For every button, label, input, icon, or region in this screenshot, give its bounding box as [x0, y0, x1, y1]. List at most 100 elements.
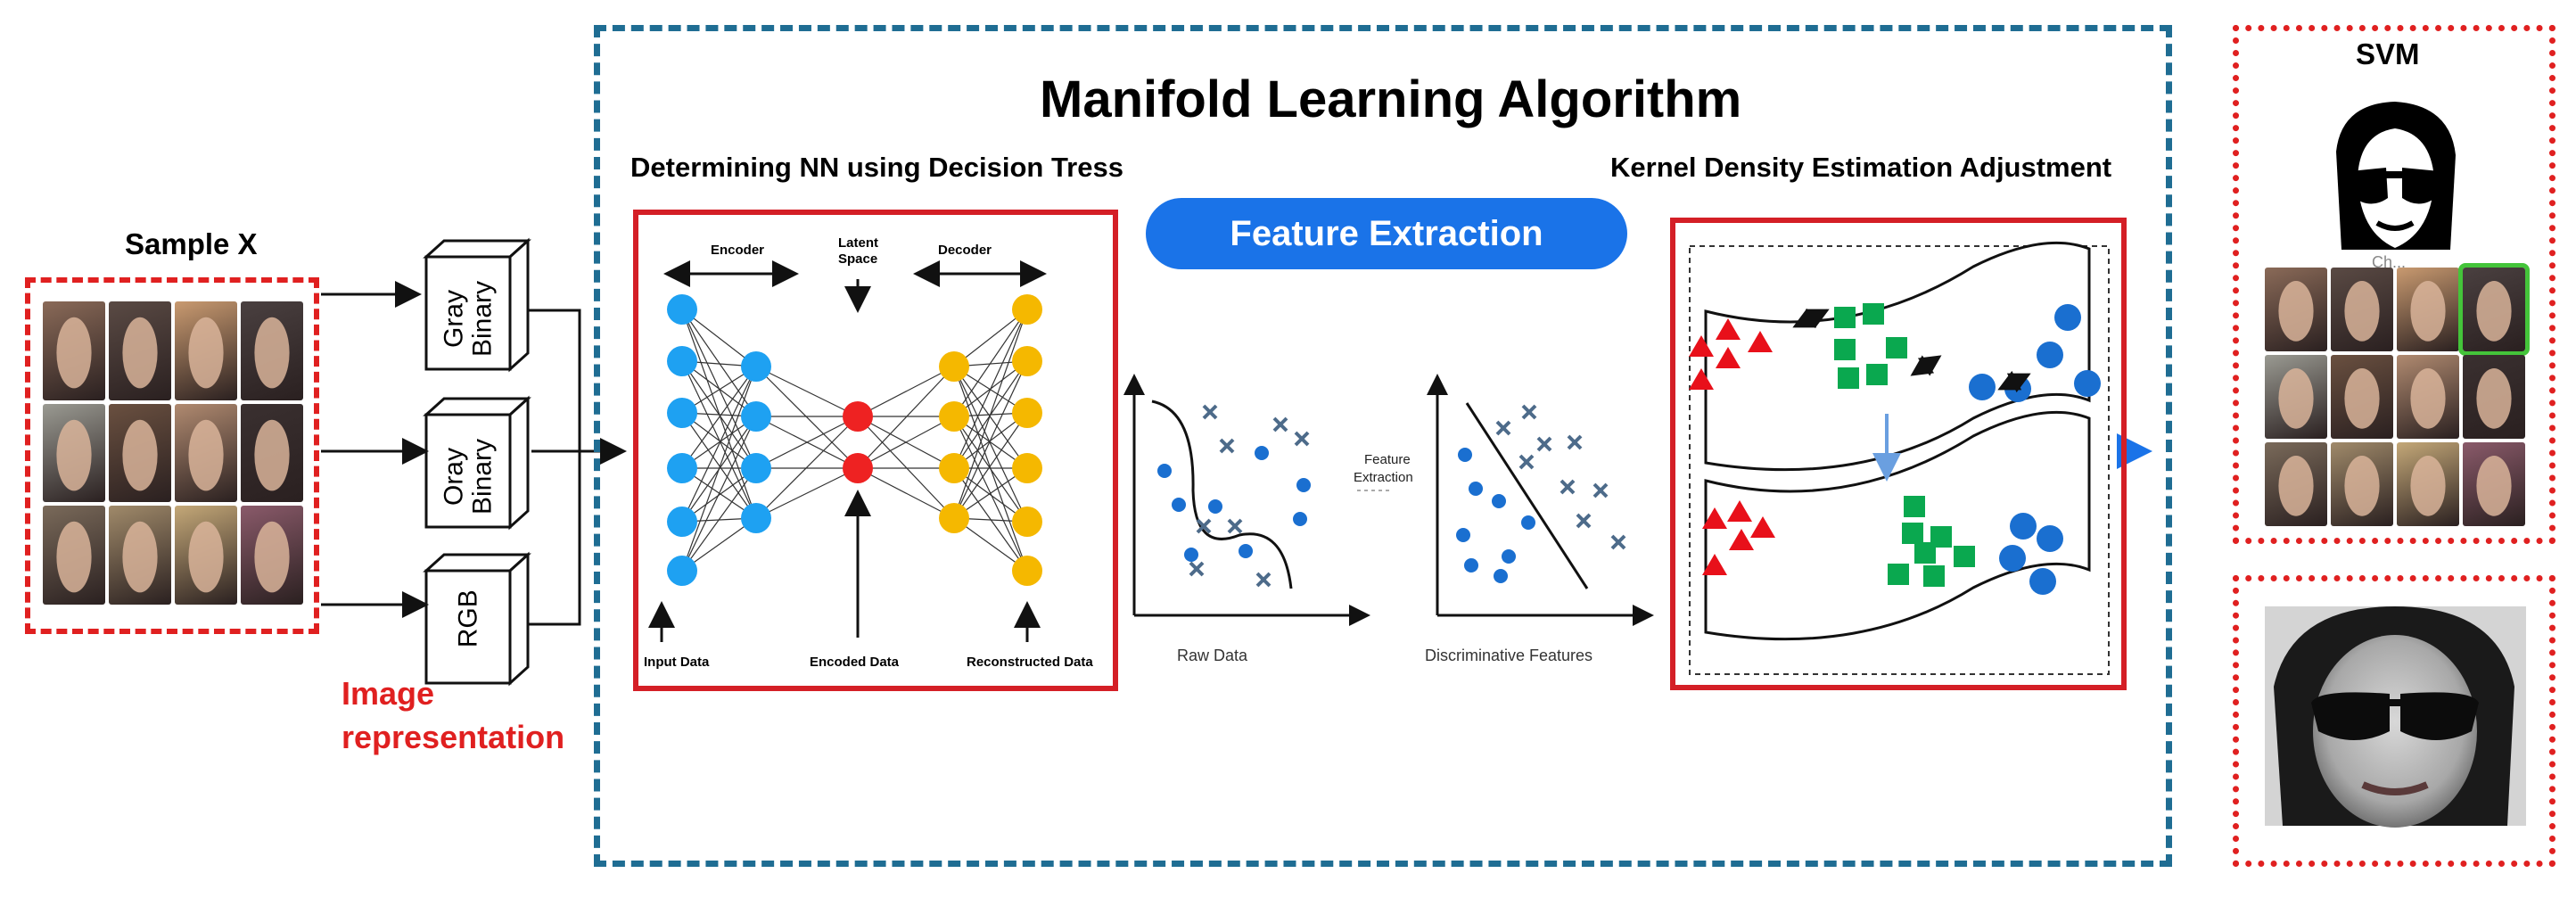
disc-boundary — [1465, 402, 1589, 589]
face-shape — [56, 522, 92, 593]
face-shape — [56, 317, 92, 389]
nn-connection — [953, 416, 1028, 523]
nn-connection — [953, 309, 1028, 367]
face-shape — [2278, 456, 2314, 516]
face-shape — [254, 522, 290, 593]
face-shape — [2476, 456, 2512, 516]
class-a-point — [1293, 512, 1307, 526]
nn-connection — [755, 416, 859, 519]
face-shape — [122, 522, 158, 593]
kde-heading: Kernel Density Estimation Adjustment — [1610, 152, 2112, 183]
circle-point — [2029, 568, 2056, 595]
nn-connection — [755, 467, 859, 519]
result-panel — [2233, 575, 2555, 867]
class-a-point — [1157, 464, 1172, 478]
class-b-point — [1536, 436, 1552, 452]
square-point — [1834, 307, 1856, 328]
face-thumbnail — [2265, 355, 2327, 439]
face-thumbnail — [2458, 263, 2530, 356]
class-b-point — [1560, 479, 1576, 495]
nn-connection — [857, 366, 955, 417]
circle-point — [2074, 370, 2101, 397]
representation-caption-line1: Image — [342, 675, 435, 712]
input-data-label: Input Data — [644, 655, 710, 670]
nn-connection — [681, 366, 757, 572]
triangle-point — [1729, 529, 1754, 550]
triangle-point — [1750, 516, 1775, 538]
face-shape — [2410, 281, 2446, 342]
face-thumbnail — [241, 506, 303, 605]
class-a-point — [1296, 478, 1311, 492]
triangle-point — [1689, 368, 1714, 390]
circle-point — [1969, 374, 1996, 400]
face-thumbnail — [43, 403, 105, 503]
svm-panel — [2233, 25, 2555, 544]
autoencoder-network — [648, 260, 1047, 642]
nn-connection — [681, 360, 757, 417]
decoder-label: Decoder — [938, 243, 992, 258]
nn-node — [741, 401, 771, 432]
class-b-point — [1593, 482, 1609, 498]
cube-front — [424, 413, 512, 529]
nn-node — [1012, 453, 1042, 483]
face-thumbnail — [2463, 355, 2525, 439]
class-a-point — [1458, 448, 1472, 462]
face-thumbnail — [109, 403, 171, 503]
nn-heading: Determining NN using Decision Tress — [630, 152, 1123, 183]
nn-node — [667, 453, 697, 483]
nn-connection — [681, 366, 757, 523]
nn-connection — [681, 416, 757, 572]
nn-connection — [681, 309, 757, 417]
class-b-point — [1202, 404, 1218, 420]
face-thumbnail — [2397, 442, 2459, 526]
face-thumbnail — [109, 506, 171, 605]
nn-connection — [953, 309, 1028, 519]
latent-label-line2: Space — [838, 251, 878, 267]
nn-panel — [633, 210, 1118, 691]
triangle-point — [1702, 507, 1727, 529]
class-a-point — [1184, 548, 1198, 562]
nn-node — [939, 401, 969, 432]
face-shape — [122, 317, 158, 389]
nn-node — [1012, 507, 1042, 537]
face-thumbnail — [2265, 442, 2327, 526]
reconstructed-data-label: Reconstructed Data — [967, 655, 1093, 670]
square-point — [1888, 564, 1909, 585]
nn-connection — [953, 360, 1028, 519]
face-thumbnail — [241, 403, 303, 503]
svm-occluded-text: Ch... — [2372, 253, 2407, 271]
nn-node — [939, 503, 969, 533]
class-a-point — [1502, 549, 1516, 564]
kde-panel — [1670, 218, 2127, 690]
face-shape — [2278, 281, 2314, 342]
nn-connection — [953, 412, 1028, 519]
nn-connection — [953, 366, 1028, 469]
class-b-point — [1227, 518, 1243, 534]
nn-node — [741, 351, 771, 382]
face-shape — [188, 317, 224, 389]
class-a-point — [1172, 498, 1186, 512]
class-a-point — [1469, 482, 1483, 496]
nn-connection — [681, 309, 757, 367]
face-shape — [2344, 456, 2380, 516]
face-thumbnail — [2397, 268, 2459, 351]
class-a-point — [1521, 515, 1535, 530]
nn-connection — [681, 412, 757, 469]
class-b-point — [1518, 454, 1535, 470]
face-thumbnail — [2463, 442, 2525, 526]
circle-point — [2010, 513, 2037, 540]
square-point — [1923, 565, 1945, 587]
triangle-point — [1727, 500, 1752, 522]
face-shape — [254, 419, 290, 491]
nn-node — [741, 453, 771, 483]
face-thumbnail — [175, 506, 237, 605]
class-b-point — [1255, 572, 1272, 588]
face-shape — [2476, 281, 2512, 342]
nn-connection — [755, 416, 859, 469]
raw-boundary — [1151, 400, 1293, 589]
class-b-point — [1576, 513, 1592, 529]
sample-to-channel-arrows — [321, 281, 429, 618]
nn-node — [741, 503, 771, 533]
